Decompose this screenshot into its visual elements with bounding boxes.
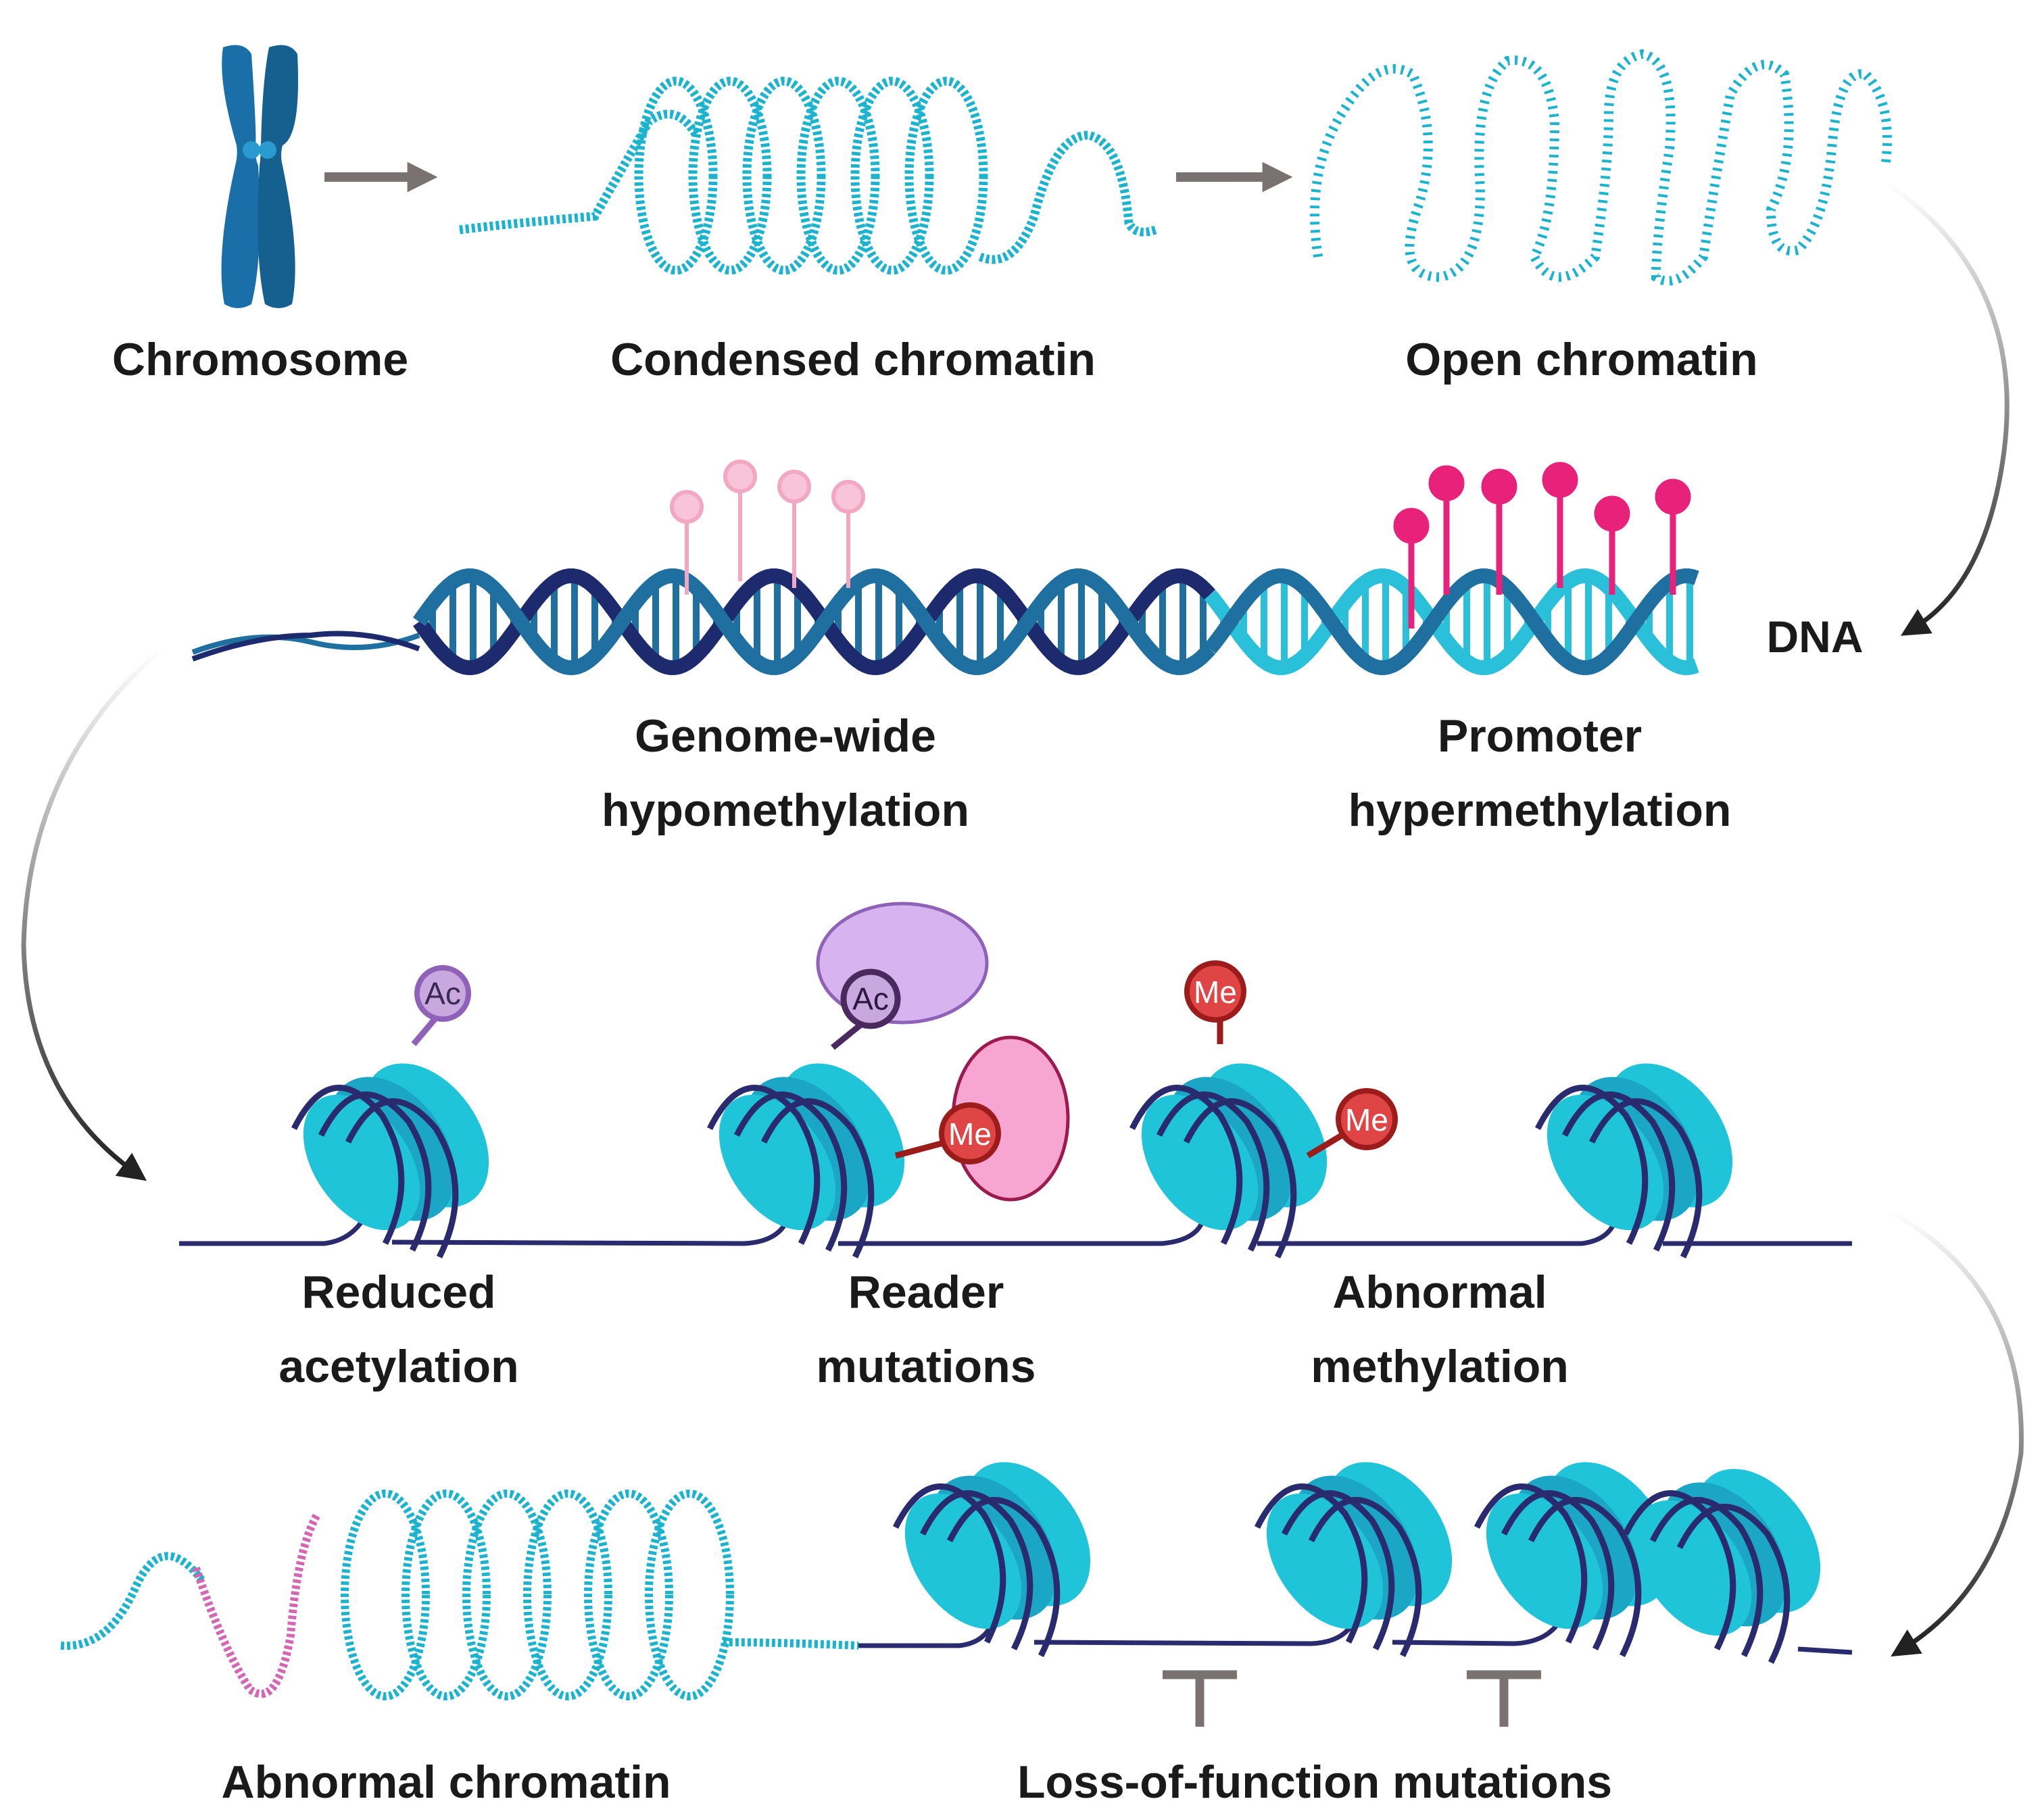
nucleosome-4 [1523,1040,1758,1257]
dna-helix-figure [191,568,1699,675]
label-promoter-line1: Promoter [1438,710,1642,762]
label-genome-wide-line1: Genome-wide [635,710,936,762]
methyl-mark-side: Me [1306,1088,1398,1158]
hypermethylation-pins [1393,462,1691,629]
label-dna: DNA [1767,612,1864,662]
label-reader-line1: Reader [848,1266,1004,1318]
reader-protein-methyl: Me [894,1035,1070,1202]
label-genome-wide-line2: hypomethylation [602,785,969,836]
linker-dna-row4 [858,1617,1853,1655]
nucleosome-8 [1611,1446,1846,1663]
acetyl-mark-1: Ac [411,965,471,1046]
svg-text:Ac: Ac [852,981,889,1016]
svg-text:Me: Me [1194,975,1237,1010]
condensed-chromatin-figure [459,76,1158,275]
label-condensed-chromatin: Condensed chromatin [610,334,1096,385]
label-abnormal-chromatin: Abnormal chromatin [222,1756,671,1808]
svg-text:Me: Me [948,1116,992,1152]
inhibition-symbol-1 [1163,1670,1237,1727]
label-abnormal-meth-line1: Abnormal [1332,1266,1547,1318]
svg-text:Me: Me [1345,1102,1388,1137]
chromosome-figure [221,45,299,309]
label-loss-of-function: Loss-of-function mutations [1017,1756,1612,1808]
label-reduced-line1: Reduced [301,1266,495,1318]
reader-protein-acetyl: Ac [816,902,989,1050]
flow-arrow-to-row4 [1884,1207,2024,1657]
abnormal-chromatin-figure [60,1490,859,1700]
label-promoter-line2: hypermethylation [1348,785,1732,836]
nucleosome-6 [1242,1439,1478,1656]
nucleosome-1 [279,1040,514,1257]
label-abnormal-meth-line2: methylation [1311,1341,1569,1392]
label-reduced-line2: acetylation [278,1341,518,1392]
nucleosome-5 [881,1439,1116,1656]
methyl-mark-top: Me [1184,960,1246,1044]
flow-arrow-to-dna [1884,180,2010,636]
flow-arrow-to-histones [21,647,164,1181]
hypomethylation-pins [670,460,865,595]
label-reader-line2: mutations [817,1341,1036,1392]
svg-text:Ac: Ac [424,976,461,1011]
open-chromatin-figure [1310,49,1892,286]
label-chromosome: Chromosome [112,334,408,385]
nucleosome-2 [695,1040,930,1257]
label-open-chromatin: Open chromatin [1405,334,1757,385]
linker-dna-row3 [179,1215,1852,1246]
inhibition-symbol-2 [1467,1670,1541,1727]
